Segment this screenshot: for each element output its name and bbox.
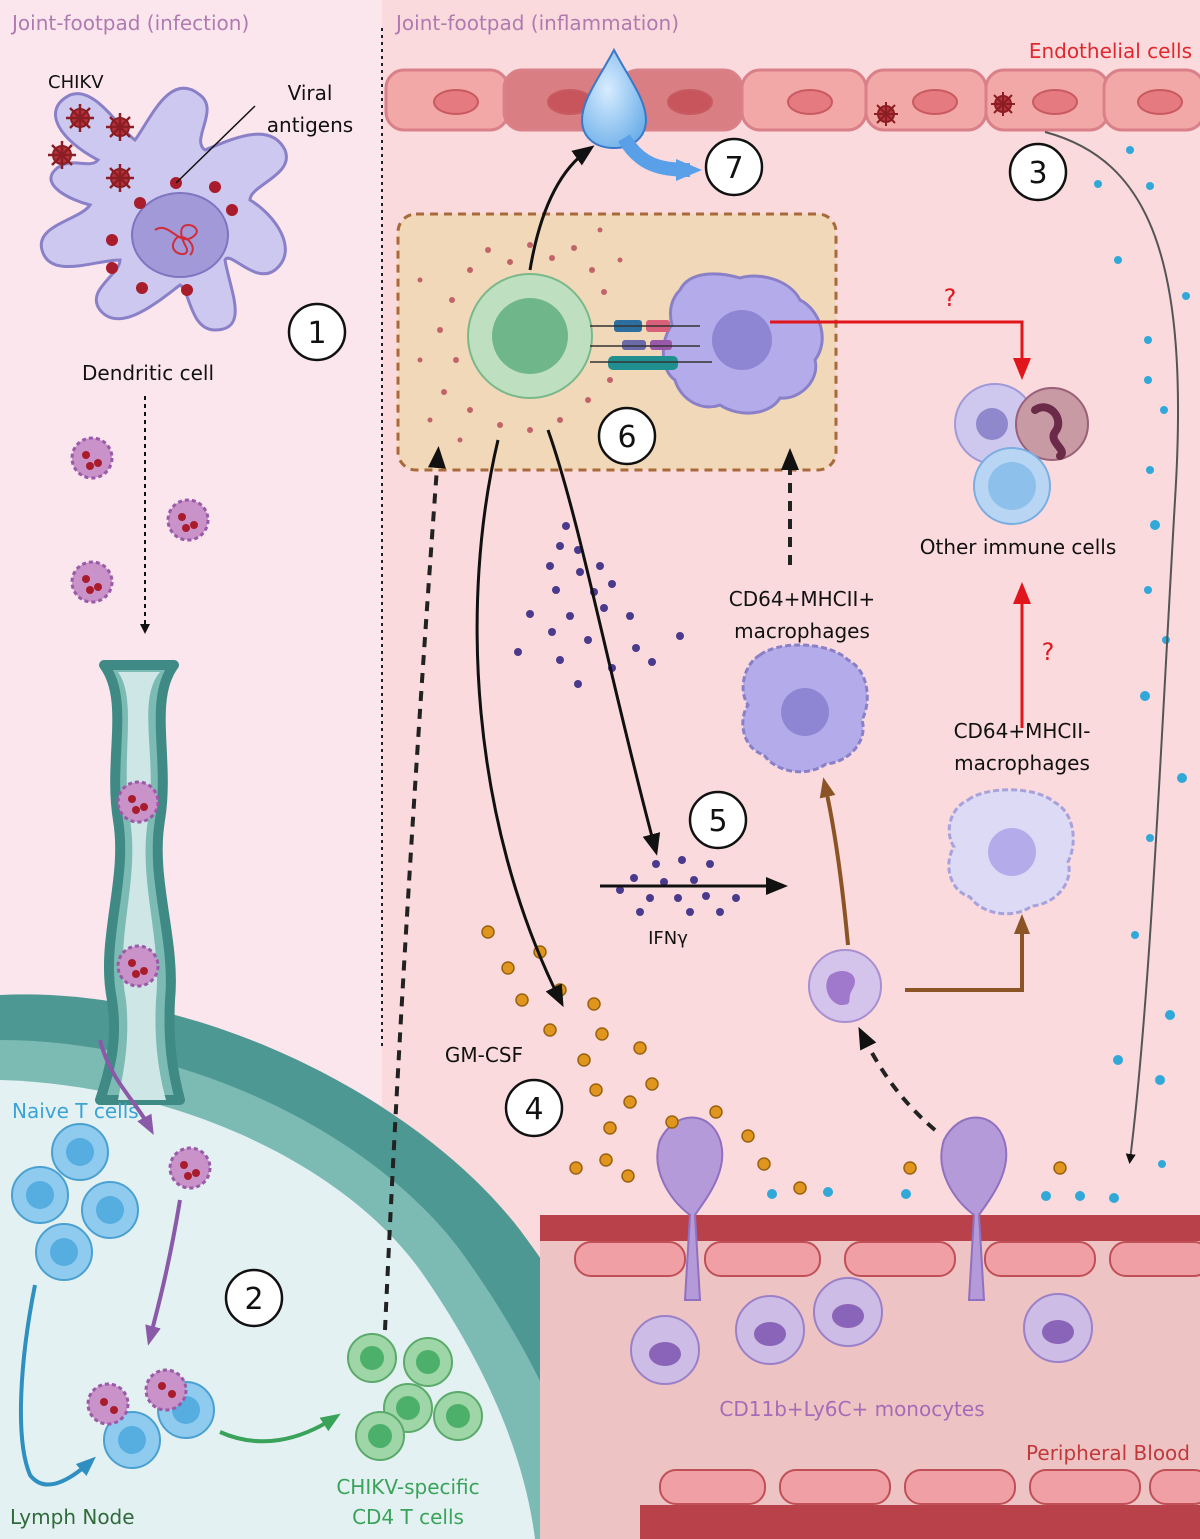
- lymphatic-vessel: [95, 660, 185, 1105]
- step-2: 2: [224, 1268, 284, 1328]
- step-6-number: 6: [617, 420, 636, 455]
- arrow-edema: [617, 134, 702, 181]
- small-dc: [70, 560, 114, 604]
- dendritic-cell-label: Dendritic cell: [82, 361, 214, 385]
- other-immune-cells: [954, 383, 1089, 525]
- step-6: 6: [597, 406, 657, 466]
- arrow-cd4-to-joint: [383, 446, 446, 1331]
- step-4: 4: [504, 1078, 564, 1138]
- chikv-label: CHIKV: [48, 72, 104, 93]
- peripheral-blood-vessel: [540, 1215, 1200, 1539]
- arrow-apc-to-other: [770, 320, 1031, 380]
- step-5-number: 5: [708, 804, 727, 839]
- viral-antigens-label-line1: Viral: [288, 81, 333, 105]
- small-dc: [116, 944, 160, 988]
- edema-droplet-icon: [580, 47, 648, 150]
- mhcii-pos-macrophages-label-line2: macrophages: [734, 619, 870, 643]
- chikv-cd4-label-line1: CHIKV-specific: [336, 1475, 479, 1499]
- step-1-number: 1: [307, 316, 326, 351]
- transmigrating-monocytes: [656, 1116, 1008, 1301]
- arrow-endothelium-to-blood: [1044, 131, 1180, 1164]
- peripheral-blood-label: Peripheral Blood: [1026, 1441, 1190, 1465]
- left-panel-title: Joint-footpad (infection): [10, 11, 249, 35]
- arrow-naive-to-synapse: [18, 1284, 96, 1487]
- step-4-number: 4: [524, 1092, 543, 1127]
- immune-synapse-receptors: [590, 320, 712, 370]
- question-mark-top: ?: [944, 284, 957, 312]
- right-panel-title: Joint-footpad (inflammation): [394, 11, 679, 35]
- arrow-monocyte-to-mhcii-neg: [905, 914, 1030, 992]
- virus-6: [991, 92, 1015, 116]
- arrow-dc-to-synapse: [145, 1199, 182, 1346]
- virus-5: [874, 102, 898, 126]
- question-mark-mid: ?: [1042, 638, 1055, 666]
- gmcsf-label: GM-CSF: [445, 1043, 523, 1067]
- cd4-t-cell-activated: [467, 273, 593, 399]
- antigen-presenting-macrophage: [661, 272, 824, 415]
- blood-monocytes: [630, 1277, 1093, 1385]
- naive-t-cells: [11, 1123, 215, 1469]
- small-dc: [168, 1146, 212, 1190]
- virus-2: [106, 113, 134, 141]
- dendritic-cell-large: [39, 86, 288, 332]
- endothelial-cells-label: Endothelial cells: [1029, 39, 1192, 63]
- other-immune-cells-label: Other immune cells: [920, 535, 1117, 559]
- cd64-mhcii-neg-macrophage: [947, 788, 1075, 916]
- arrows: [18, 131, 1180, 1487]
- arrow-tcell-gmcsf: [475, 439, 564, 1008]
- migrating-dendritic-cells: [70, 436, 212, 1190]
- tissue-monocyte: [808, 949, 882, 1023]
- virus-3: [48, 141, 76, 169]
- chikv-cd4-t-cells: [347, 1333, 483, 1461]
- virus-4: [106, 164, 134, 192]
- arrow-dc-in-node: [98, 1039, 154, 1136]
- dc-t-cell-synapse: [86, 1368, 188, 1426]
- ifng-label: IFNγ: [648, 928, 688, 949]
- step-1: 1: [287, 302, 347, 362]
- cytokine-cloud: [417, 227, 623, 443]
- step-5: 5: [688, 790, 748, 850]
- cd64-mhcii-pos-macrophage: [741, 643, 869, 774]
- arrow-tcell-to-edema: [528, 145, 595, 271]
- arrow-monocyte-to-mhcii-pos: [819, 777, 850, 946]
- viral-antigens-label-line2: antigens: [267, 113, 353, 137]
- arrow-tcell-ifng: [546, 429, 661, 856]
- naive-t-cells-label: Naive T cells: [12, 1099, 139, 1123]
- step-7-number: 7: [724, 151, 743, 186]
- step-3: 3: [1008, 142, 1068, 202]
- endothelial-layer: [384, 68, 1200, 132]
- small-dc: [116, 780, 160, 824]
- monocytes-label: CD11b+Ly6C+ monocytes: [719, 1397, 984, 1421]
- small-dc: [166, 498, 210, 542]
- vascular-leakage-dots: [767, 146, 1190, 1203]
- arrow-blood-monocyte-to-tissue: [858, 1026, 937, 1132]
- mhcii-neg-macrophages-label-line2: macrophages: [954, 751, 1090, 775]
- step-7: 7: [704, 137, 764, 197]
- small-dc: [70, 436, 114, 480]
- step-3-number: 3: [1028, 156, 1047, 191]
- step-2-number: 2: [244, 1282, 263, 1317]
- virus-1: [66, 104, 94, 132]
- mhcii-pos-macrophages-label-line1: CD64+MHCII+: [729, 587, 875, 611]
- lymph-node-label: Lymph Node: [10, 1505, 135, 1529]
- chikv-cd4-label-line2: CD4 T cells: [352, 1505, 464, 1529]
- arrow-synapse-to-cd4: [219, 1413, 341, 1444]
- ifng-particles: [514, 522, 740, 916]
